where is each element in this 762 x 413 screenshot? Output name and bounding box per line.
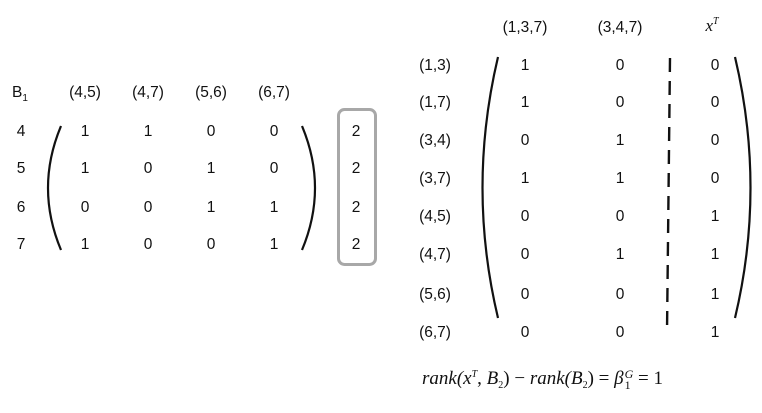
left-col-header: (4,5) [69, 84, 101, 101]
right-row-label: (3,7) [419, 170, 451, 187]
right-matrix-cell: 0 [615, 94, 625, 111]
right-row-label: (4,5) [419, 208, 451, 225]
formula-rank1-close: ) [503, 368, 515, 389]
left-matrix-cell: 0 [269, 123, 279, 140]
matrix-name-subscript: 1 [22, 93, 28, 104]
right-matrix-cell: 0 [710, 94, 720, 111]
left-col-header: (6,7) [258, 84, 290, 101]
left-row-label: 5 [16, 160, 26, 177]
right-matrix-cell: 1 [710, 324, 720, 341]
formula-rank2-open: rank( [525, 368, 571, 389]
right-matrix-cell: 0 [710, 57, 720, 74]
right-matrix-open-paren [481, 56, 500, 319]
x-transpose-header: xT [705, 16, 719, 38]
right-matrix-cell: 1 [615, 132, 625, 149]
left-matrix-cell: 1 [80, 236, 90, 253]
right-matrix-cell: 0 [520, 208, 530, 225]
augmented-divider [665, 57, 672, 333]
formula-rank1-x-sup: T [471, 369, 478, 380]
matrix-name-main: B [12, 84, 23, 101]
left-matrix-close-paren [300, 125, 317, 251]
formula-rank1-x: x [463, 368, 472, 389]
right-matrix-cell: 1 [710, 208, 720, 225]
left-matrix-cell: 0 [143, 199, 153, 216]
left-matrix-cell: 1 [80, 160, 90, 177]
left-row-label: 6 [16, 199, 26, 216]
left-matrix-cell: 0 [206, 236, 216, 253]
left-col-header: (4,7) [132, 84, 164, 101]
boxed-vector-cell: 2 [351, 123, 361, 140]
left-matrix-cell: 1 [269, 199, 279, 216]
formula-beta-sub: 1 [624, 377, 631, 392]
left-row-label: 4 [16, 123, 26, 140]
left-matrix-cell: 1 [269, 236, 279, 253]
formula-minus: − [514, 368, 526, 389]
formula-rank2-b: B [570, 368, 583, 389]
right-matrix-cell: 1 [520, 170, 530, 187]
x-transpose-superscript: T [712, 16, 719, 27]
left-matrix-cell: 1 [143, 123, 153, 140]
formula-rank2-close: ) = [587, 368, 615, 389]
right-matrix-cell: 0 [520, 324, 530, 341]
left-matrix-cell: 1 [206, 160, 216, 177]
x-transpose-base: x [705, 16, 713, 35]
left-row-label: 7 [16, 236, 26, 253]
formula-rank2-b-sub: 2 [582, 380, 588, 391]
right-row-label: (4,7) [419, 246, 451, 263]
right-matrix-cell: 0 [615, 57, 625, 74]
right-matrix-cell: 1 [520, 57, 530, 74]
right-matrix-cell: 0 [520, 132, 530, 149]
left-matrix-cell: 0 [269, 160, 279, 177]
right-matrix-cell: 1 [710, 246, 720, 263]
left-matrix-cell: 0 [206, 123, 216, 140]
right-col-header: (1,3,7) [502, 19, 548, 36]
left-matrix-cell: 0 [143, 236, 153, 253]
right-row-label: (5,6) [419, 286, 451, 303]
right-row-label: (1,3) [419, 57, 451, 74]
right-matrix-cell: 0 [615, 286, 625, 303]
formula-rank1-b: B [486, 368, 499, 389]
right-matrix-cell: 0 [710, 170, 720, 187]
formula-beta-sup: G [624, 366, 634, 381]
left-matrix-cell: 1 [80, 123, 90, 140]
left-matrix-cell: 0 [143, 160, 153, 177]
right-row-label: (1,7) [419, 94, 451, 111]
right-matrix-cell: 1 [615, 246, 625, 263]
right-matrix-cell: 0 [615, 208, 625, 225]
left-matrix-cell: 1 [206, 199, 216, 216]
left-col-header: (5,6) [195, 84, 227, 101]
boxed-vector-cell: 2 [351, 199, 361, 216]
right-matrix-cell: 0 [710, 132, 720, 149]
formula-rank1-b-sub: 2 [498, 380, 504, 391]
right-matrix-cell: 1 [615, 170, 625, 187]
boxed-vector-cell: 2 [351, 160, 361, 177]
right-row-label: (6,7) [419, 324, 451, 341]
formula-beta: β [614, 368, 624, 389]
right-matrix-cell: 0 [520, 246, 530, 263]
right-matrix-cell: 0 [615, 324, 625, 341]
matrix-name-b1: B1 [12, 84, 28, 104]
right-matrix-cell: 0 [520, 286, 530, 303]
formula-rank1-open: rank( [422, 368, 464, 389]
formula-equals-value: = 1 [633, 368, 663, 389]
right-matrix-cell: 1 [710, 286, 720, 303]
right-matrix-cell: 1 [520, 94, 530, 111]
right-row-label: (3,4) [419, 132, 451, 149]
formula-rank1-comma: , [477, 368, 487, 389]
boxed-vector-cell: 2 [351, 236, 361, 253]
left-matrix-cell: 0 [80, 199, 90, 216]
left-matrix-open-paren [46, 125, 63, 251]
right-matrix-close-paren [733, 56, 752, 319]
right-col-header: (3,4,7) [597, 19, 643, 36]
